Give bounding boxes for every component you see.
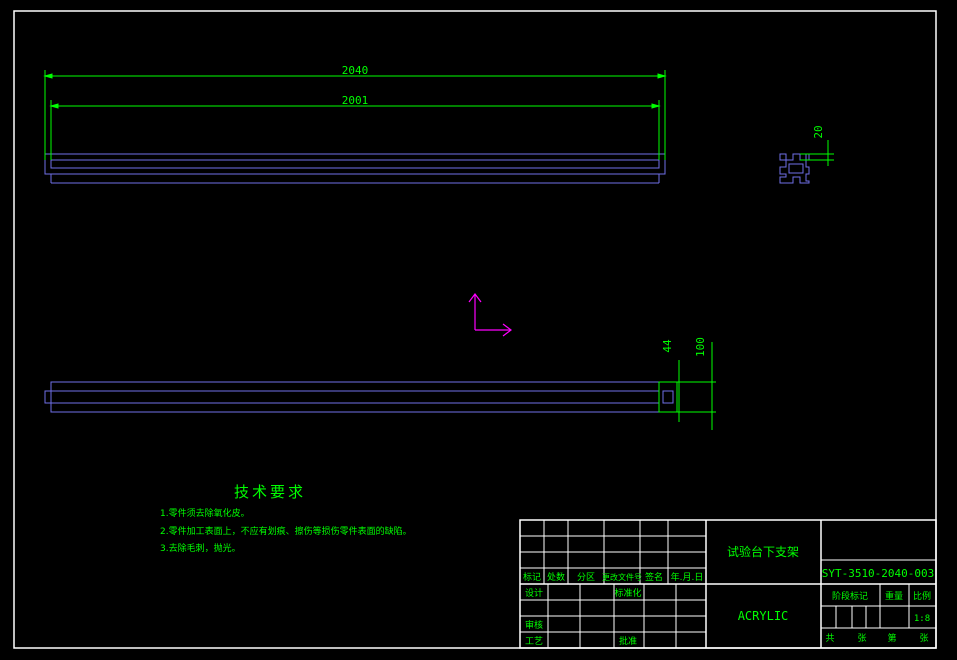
profile-cross-section [779, 153, 810, 184]
dimension-44-label: 44 [661, 339, 674, 353]
title-block [519, 519, 937, 649]
sheet-unit-label: 张 [857, 633, 866, 644]
top-view-outer [44, 153, 666, 175]
label-standardize: 标准化 [614, 587, 641, 599]
sheet-unit2-label: 张 [919, 633, 928, 644]
ucs-icon [468, 293, 512, 337]
note-item-1: 1.零件须去除氧化皮。 [160, 507, 250, 519]
technical-requirements: 技术要求 1.零件须去除氧化皮。 2.零件加工表面上，不应有划痕、擦伤等损伤零件… [160, 483, 412, 554]
rev-header-date: 年.月.日 [671, 571, 704, 583]
scale-value: 1:8 [914, 614, 930, 624]
label-stage: 阶段标记 [832, 590, 868, 602]
dimension-2040 [43, 70, 667, 160]
label-approve: 批准 [619, 635, 637, 647]
rev-header-doc: 更改文件号 [602, 572, 642, 582]
sheet-total-label: 共 [825, 633, 834, 644]
label-scale: 比例 [913, 590, 931, 602]
sheet-no-label: 第 [887, 632, 896, 644]
drawing-number: SYT-3510-2040-003 [822, 567, 935, 580]
label-review: 审核 [525, 619, 543, 631]
label-process: 工艺 [525, 636, 543, 647]
dimension-100-label: 100 [694, 337, 707, 357]
top-view-inner [50, 159, 660, 169]
dimension-2001 [49, 100, 661, 160]
top-view: 2040 2001 [43, 64, 667, 184]
rev-header-sign: 签名 [645, 571, 663, 583]
dimension-44 [677, 360, 684, 422]
dimension-20-label: 20 [812, 125, 825, 138]
label-design: 设计 [525, 587, 543, 599]
label-weight: 重量 [885, 590, 903, 602]
front-view: 44 100 [44, 337, 716, 430]
dimension-20 [800, 140, 834, 166]
rev-header-zone: 分区 [577, 572, 595, 583]
dimension-2001-label: 2001 [342, 94, 369, 107]
sheet-border [13, 10, 937, 649]
part-name: 试验台下支架 [727, 544, 799, 559]
note-item-3: 3.去除毛刺，抛光。 [160, 542, 241, 554]
dimension-100 [659, 342, 716, 430]
material: ACRYLIC [738, 609, 789, 623]
dimension-2040-label: 2040 [342, 64, 369, 77]
rev-header-mark: 标记 [523, 571, 541, 583]
end-view: 20 [779, 125, 834, 184]
notes-title: 技术要求 [234, 483, 306, 501]
rev-header-count: 处数 [547, 571, 565, 583]
title-block-text: 标记 处数 分区 更改文件号 签名 年.月.日 设计 标准化 审核 工艺 批准 … [523, 544, 934, 647]
front-view-outer [50, 381, 660, 413]
note-item-2: 2.零件加工表面上，不应有划痕、擦伤等损伤零件表面的缺陷。 [160, 525, 412, 537]
